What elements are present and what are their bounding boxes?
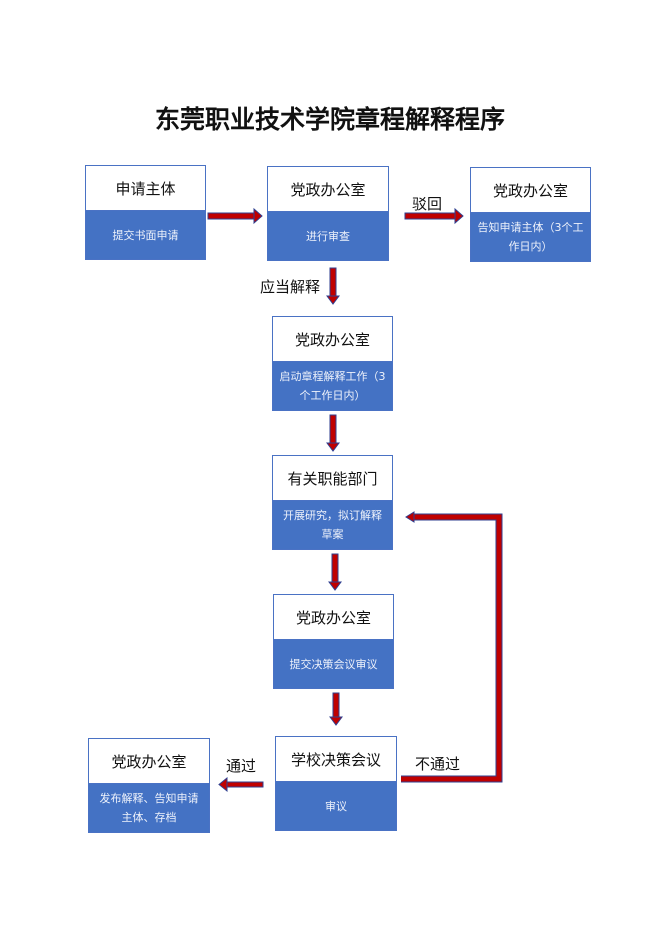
- node-detail: 进行审查: [268, 212, 388, 260]
- arrow-departments-to-submit: [328, 553, 342, 591]
- arrow-review-to-reject: [404, 207, 464, 225]
- page-title: 东莞职业技术学院章程解释程序: [154, 105, 505, 134]
- node-office-publish: 党政办公室 发布解释、告知申请主体、存档: [88, 738, 210, 833]
- arrow-submit-to-meeting: [329, 692, 343, 726]
- node-heading: 党政办公室: [268, 167, 388, 212]
- node-departments: 有关职能部门 开展研究，拟订解释草案: [272, 455, 393, 550]
- arrow-review-to-start: [326, 267, 340, 305]
- node-heading: 申请主体: [86, 166, 205, 211]
- node-detail: 启动章程解释工作（3个工作日内）: [273, 362, 392, 410]
- node-office-reject: 党政办公室 告知申请主体（3个工作日内）: [470, 167, 591, 262]
- arrow-start-to-departments: [326, 414, 340, 452]
- node-detail: 告知申请主体（3个工作日内）: [471, 213, 590, 261]
- node-heading: 有关职能部门: [273, 456, 392, 501]
- node-heading: 党政办公室: [471, 168, 590, 213]
- node-detail: 提交书面申请: [86, 211, 205, 259]
- node-school-meeting: 学校决策会议 审议: [275, 736, 397, 831]
- edge-label-fail: 不通过: [415, 755, 461, 773]
- node-office-review: 党政办公室 进行审查: [267, 166, 389, 261]
- node-detail: 发布解释、告知申请主体、存档: [89, 784, 209, 832]
- arrow-meeting-to-publish: [218, 776, 264, 793]
- node-detail: 提交决策会议审议: [274, 640, 393, 688]
- arrow-applicant-to-review: [207, 207, 263, 225]
- node-heading: 党政办公室: [89, 739, 209, 784]
- node-detail: 开展研究，拟订解释草案: [273, 501, 392, 549]
- node-heading: 党政办公室: [274, 595, 393, 640]
- node-heading: 党政办公室: [273, 317, 392, 362]
- edge-label-pass: 通过: [226, 757, 257, 775]
- edge-label-should-interpret: 应当解释: [260, 278, 321, 296]
- edge-label-reject: 驳回: [412, 195, 443, 213]
- arrow-meeting-back-to-departments: [401, 511, 503, 783]
- node-applicant: 申请主体 提交书面申请: [85, 165, 206, 260]
- node-office-submit: 党政办公室 提交决策会议审议: [273, 594, 394, 689]
- node-detail: 审议: [276, 782, 396, 830]
- node-office-start: 党政办公室 启动章程解释工作（3个工作日内）: [272, 316, 393, 411]
- node-heading: 学校决策会议: [276, 737, 396, 782]
